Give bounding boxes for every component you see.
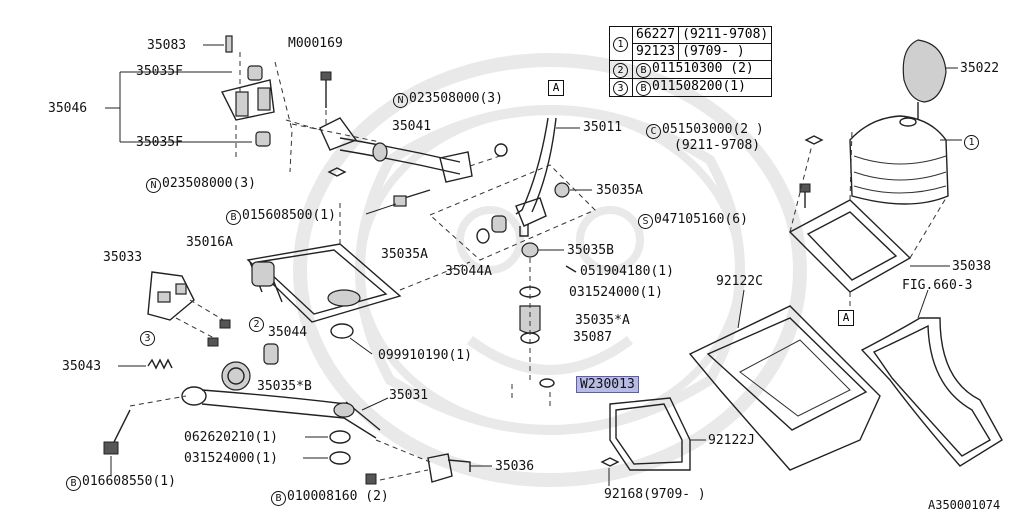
label-92122c[interactable]: 92122C xyxy=(716,274,763,289)
diagram-id: A350001074 xyxy=(928,498,1001,512)
ref-row1b-range: (9709- ) xyxy=(678,43,773,61)
label-35038[interactable]: 35038 xyxy=(952,259,992,274)
label-35043[interactable]: 35043 xyxy=(62,359,102,374)
label-35044a[interactable]: 35044A xyxy=(445,264,492,279)
ref-row1-marker: 1 xyxy=(609,26,633,61)
label-35087[interactable]: 35087 xyxy=(573,330,613,345)
label-35036[interactable]: 35036 xyxy=(495,459,535,474)
ref-row1a-code: 66227 xyxy=(631,26,680,44)
marker-a-bottom: A xyxy=(838,310,854,326)
label-35035a-left[interactable]: 35035A xyxy=(381,247,428,262)
label-35035f-top[interactable]: 35035F xyxy=(136,64,183,79)
label-099910190[interactable]: 099910190(1) xyxy=(378,348,472,363)
label-35041[interactable]: 35041 xyxy=(392,119,432,134)
label-35031[interactable]: 35031 xyxy=(389,388,429,403)
label-w230013-highlighted[interactable]: W230013 xyxy=(576,376,639,393)
label-051904180[interactable]: 051904180(1) xyxy=(580,264,674,279)
label-92122j[interactable]: 92122J xyxy=(708,433,755,448)
label-35033[interactable]: 35033 xyxy=(103,250,143,265)
label-35083[interactable]: 35083 xyxy=(147,38,187,53)
label-35011[interactable]: 35011 xyxy=(583,120,623,135)
label-35035a-right[interactable]: 35035A xyxy=(596,183,643,198)
label-35035-star-b[interactable]: 35035*B xyxy=(257,379,312,394)
label-031524000-top[interactable]: 031524000(1) xyxy=(569,285,663,300)
label-35022[interactable]: 35022 xyxy=(960,61,1000,76)
label-callout-2[interactable]: 2 xyxy=(249,315,265,332)
ref-row2-marker: 2 xyxy=(609,60,633,79)
label-031524000-bottom[interactable]: 031524000(1) xyxy=(184,451,278,466)
watermark-emblem xyxy=(293,53,807,487)
label-callout-3[interactable]: 3 xyxy=(140,329,156,346)
label-35046[interactable]: 35046 xyxy=(48,101,88,116)
ref-row3-marker: 3 xyxy=(609,78,633,97)
label-c051503000-range: (9211-9708) xyxy=(674,138,761,153)
label-callout-1[interactable]: 1 xyxy=(964,133,980,150)
label-35035-star-a[interactable]: 35035*A xyxy=(575,313,630,328)
marker-a-top: A xyxy=(548,80,564,96)
label-35035f-bottom[interactable]: 35035F xyxy=(136,135,183,150)
label-062620210[interactable]: 062620210(1) xyxy=(184,430,278,445)
label-35016a[interactable]: 35016A xyxy=(186,235,233,250)
ref-row1a-range: (9211-9708) xyxy=(678,26,773,44)
ref-row1b-code: 92123 xyxy=(631,43,680,61)
label-35035b[interactable]: 35035B xyxy=(567,243,614,258)
label-92168[interactable]: 92168(9709- ) xyxy=(604,487,706,502)
label-35044[interactable]: 35044 xyxy=(268,325,308,340)
label-fig660-3[interactable]: FIG.660-3 xyxy=(902,278,973,293)
label-m000169[interactable]: M000169 xyxy=(288,36,343,51)
